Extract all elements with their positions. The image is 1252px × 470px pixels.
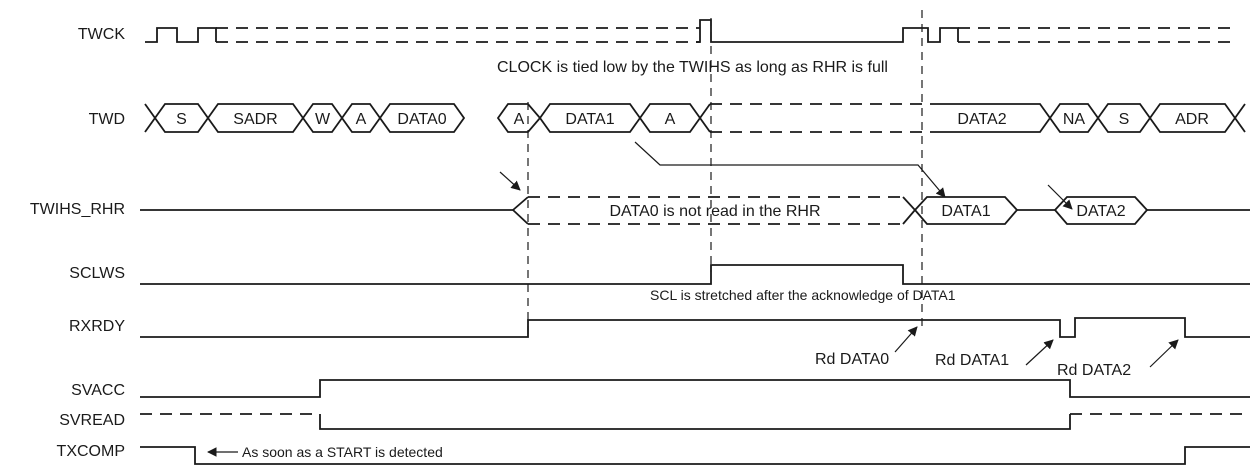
label-svacc: SVACC — [71, 382, 125, 399]
label-twihs-rhr: TWIHS_RHR — [30, 201, 125, 218]
label-sclws: SCLWS — [69, 265, 125, 282]
note-start-detected: As soon as a START is detected — [242, 444, 443, 460]
label-twd: TWD — [89, 111, 125, 128]
twd-field-a-2: A — [514, 111, 525, 128]
twd-field-s: S — [176, 111, 187, 128]
twd-field-a: A — [356, 111, 367, 128]
arrow-rhr-data0 — [499, 171, 521, 191]
arrow-rd-data1 — [1025, 339, 1054, 366]
twck-waveform — [145, 19, 1232, 43]
twd-field-adr: ADR — [1175, 111, 1209, 128]
rhr-field-data2: DATA2 — [1076, 203, 1125, 220]
label-txcomp: TXCOMP — [57, 443, 125, 460]
twd-waveform — [144, 103, 1246, 133]
arrow-rd-data2 — [1149, 339, 1179, 368]
twd-field-na: NA — [1063, 111, 1086, 128]
rhr-field-data1: DATA1 — [941, 203, 990, 220]
note-rd-data0: Rd DATA0 — [815, 351, 889, 368]
note-clock-tied: CLOCK is tied low by the TWIHS as long a… — [497, 59, 888, 76]
label-twck: TWCK — [78, 26, 125, 43]
rxrdy-waveform — [140, 317, 1250, 338]
twd-field-data2: DATA2 — [957, 111, 1006, 128]
sclws-waveform — [140, 264, 1250, 285]
arrow-rhr-data2 — [1047, 184, 1073, 210]
txcomp-waveform — [140, 446, 1250, 465]
note-rd-data1: Rd DATA1 — [935, 352, 1009, 369]
svread-waveform — [140, 413, 1250, 430]
label-rxrdy: RXRDY — [69, 318, 125, 335]
label-svread: SVREAD — [59, 412, 125, 429]
note-scl-stretched: SCL is stretched after the acknowledge o… — [650, 287, 956, 303]
twd-field-a-3: A — [665, 111, 676, 128]
note-rd-data2: Rd DATA2 — [1057, 362, 1131, 379]
rhr-field-not-read: DATA0 is not read in the RHR — [609, 203, 820, 220]
twd-field-w: W — [315, 111, 331, 128]
svacc-waveform — [140, 379, 1250, 398]
twd-field-data1: DATA1 — [565, 111, 614, 128]
arrow-data1-to-rhr — [634, 141, 946, 198]
twd-field-s-2: S — [1119, 111, 1130, 128]
twd-field-data0: DATA0 — [397, 111, 446, 128]
arrow-rd-data0 — [894, 326, 918, 353]
twd-field-sadr: SADR — [233, 111, 277, 128]
rhr-waveform — [140, 196, 1250, 225]
